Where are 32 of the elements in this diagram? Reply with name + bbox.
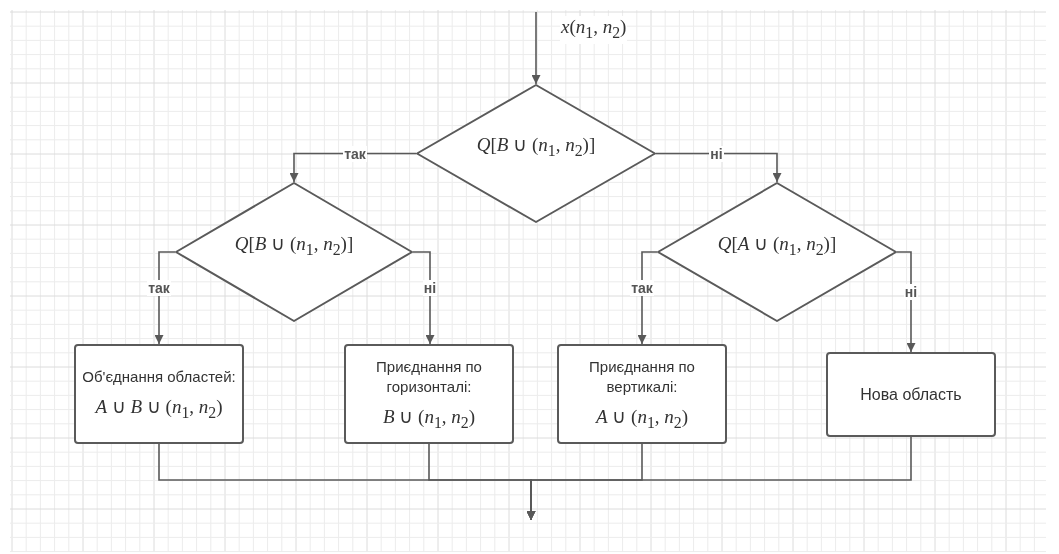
decision-diamond — [416, 84, 656, 223]
edge-label: ні — [709, 145, 724, 162]
arrow — [896, 251, 916, 353]
edge-label: ні — [422, 280, 438, 296]
edge-label: так — [343, 145, 367, 162]
formula: Q[A ∪ (n$_{1}$, n$_{2}$)] — [717, 231, 837, 259]
box-heading: Приєднання по горизонталі: — [375, 356, 483, 397]
arrow — [637, 251, 658, 345]
edge-label: ні — [903, 284, 919, 300]
formula: Q[B ∪ (n$_{1}$, n$_{2}$)] — [234, 231, 354, 259]
formula: B ∪ (n$_{1}$, n$_{2}$) — [382, 404, 476, 432]
edge-label: так — [147, 280, 171, 296]
arrow — [531, 11, 541, 85]
decision-diamond — [175, 182, 413, 322]
arrow — [289, 152, 417, 183]
arrow — [526, 436, 912, 521]
edge-label: x(n$_{1}$, n$_{2}$) — [560, 16, 628, 44]
arrow — [154, 251, 176, 345]
edge-label: так — [630, 280, 654, 296]
process-box — [344, 344, 514, 444]
box-heading: Об'єднання областей: — [82, 366, 236, 387]
arrow — [655, 152, 782, 183]
decision-diamond — [657, 182, 897, 322]
process-box — [557, 344, 727, 444]
formula: A ∪ (n$_{1}$, n$_{2}$) — [595, 404, 689, 432]
arrow — [412, 251, 435, 345]
box-text: Нова область — [860, 384, 962, 405]
formula: Q[B ∪ (n$_{1}$, n$_{2}$)] — [476, 133, 596, 160]
process-box — [826, 352, 996, 437]
formula: A ∪ B ∪ (n$_{1}$, n$_{2}$) — [95, 394, 223, 422]
process-box — [74, 344, 244, 444]
box-heading: Приєднання по вертикалі: — [588, 356, 696, 397]
